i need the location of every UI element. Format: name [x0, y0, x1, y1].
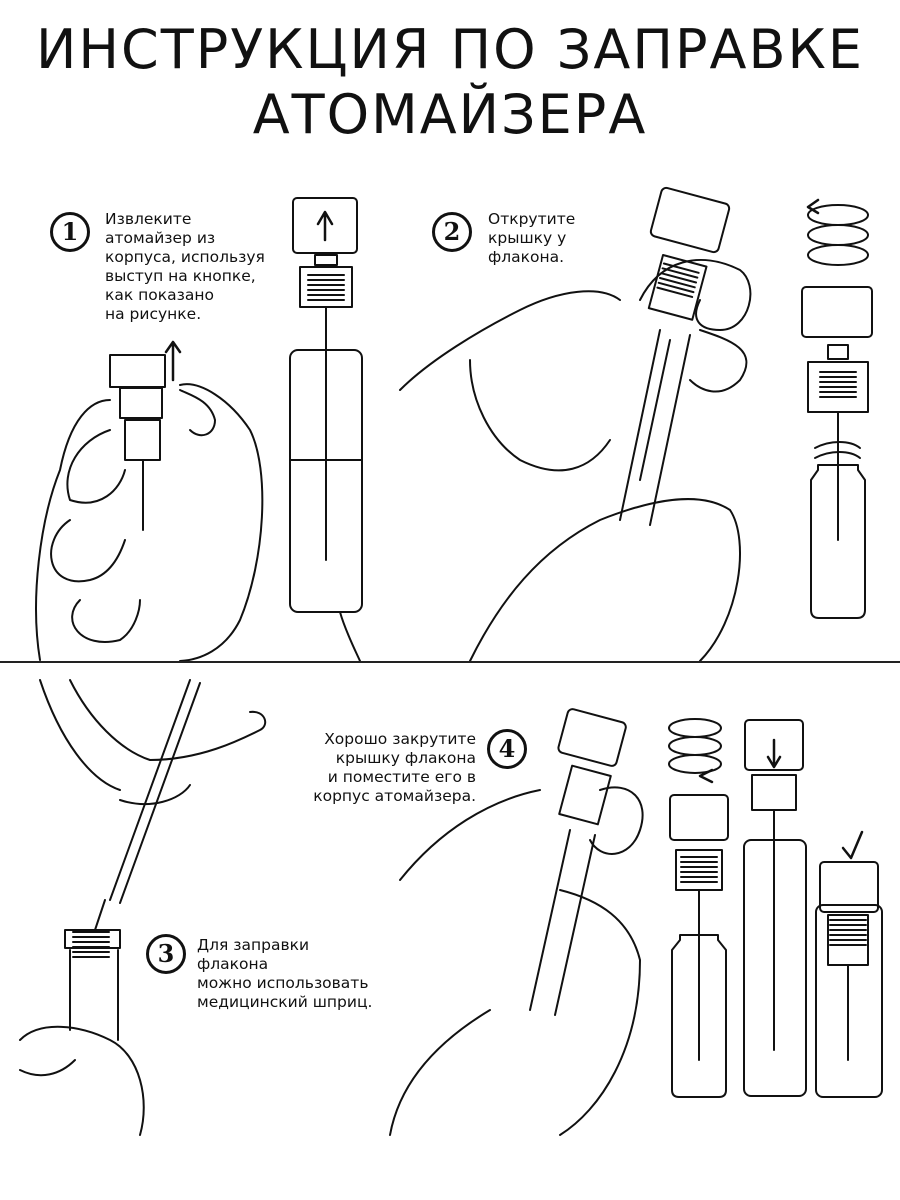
- step2-hands-illustration: [399, 186, 752, 662]
- step-3-number-badge: 3: [146, 934, 186, 974]
- step-4-text: Хорошо закрутите крышку флакона и помест…: [313, 730, 476, 805]
- step-2-text: Открутите крышку у флакона.: [488, 210, 576, 266]
- step4-hands-illustration: [389, 708, 644, 1136]
- step4-bottles-illustration: [668, 718, 883, 1098]
- section-divider: [0, 661, 900, 663]
- step-1-number-badge: 1: [50, 212, 90, 252]
- page-title-line2: АТОМАЙЗЕРА: [252, 83, 648, 146]
- step3-syringe-illustration: [19, 679, 267, 1136]
- step1-atomizer-illustration: [289, 197, 363, 662]
- step-4-number-badge: 4: [487, 729, 527, 769]
- page-title-line1: ИНСТРУКЦИЯ ПО ЗАПРАВКЕ: [36, 18, 864, 81]
- step-3-text: Для заправки флакона можно использовать …: [197, 936, 373, 1011]
- step-2-number-badge: 2: [432, 212, 472, 252]
- step2-exploded-bottle-illustration: [801, 198, 873, 619]
- step1-hand-illustration: [35, 340, 264, 662]
- step-1-text: Извлеките атомайзер из корпуса, использу…: [105, 210, 265, 323]
